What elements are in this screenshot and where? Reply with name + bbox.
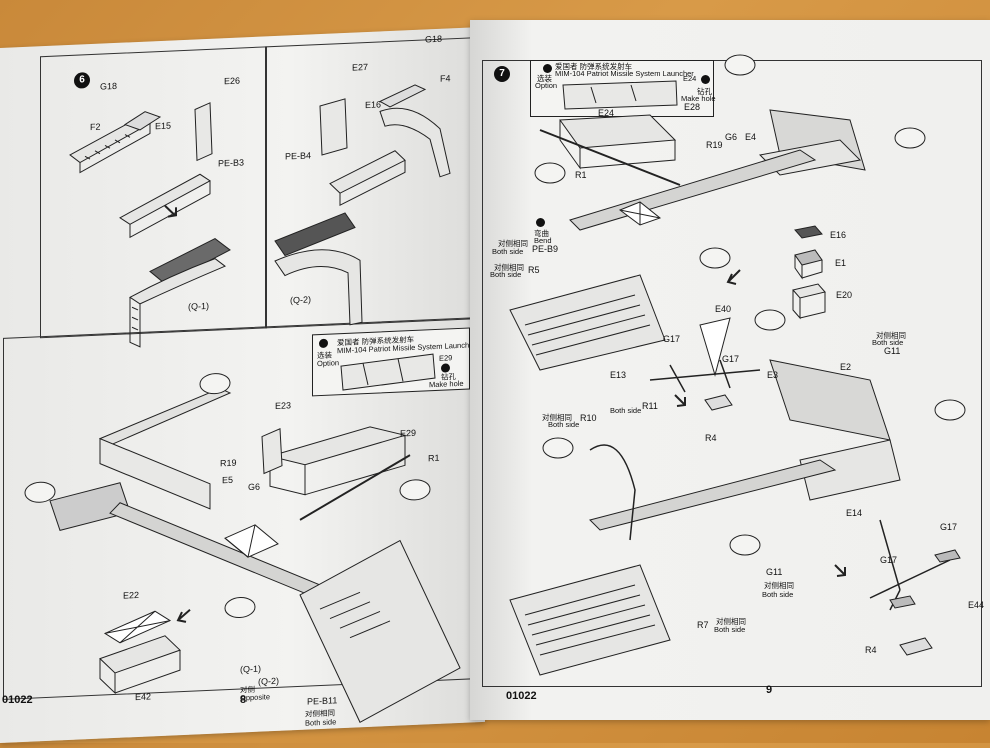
label-r4-a: R4 [705,433,717,443]
callout-title: MIM-104 Patriot Missile System Launcher [555,69,694,78]
label-both-side-2: Both side [490,270,522,279]
label-e22: E22 [123,589,140,601]
callout-part-e24: E24 [683,74,697,83]
label-q2: (Q-2) [290,294,311,306]
callout-make-hole: Make hole [429,378,464,390]
label-g11-a: G11 [884,346,901,356]
label-both-side-1: Both side [492,247,524,256]
label-e27: E27 [352,61,369,73]
callout-option: Option [535,81,558,90]
label-r5: R5 [528,265,540,275]
label-e5: E5 [222,474,234,486]
right-page-number: 9 [766,684,773,696]
label-both-side: Both side [305,717,337,728]
right-option-callout: 爱国者 防弹系统发射车 MIM-104 Patriot Missile Syst… [530,60,716,117]
label-r10: R10 [580,413,597,423]
left-page: 6 [0,26,485,743]
label-g18: G18 [100,80,118,92]
step-number-7: 7 [494,66,510,82]
label-r10-both-cn: 对侧相同 [542,413,572,422]
label-r1: R1 [428,452,440,464]
make-hole-marker [701,75,710,84]
label-e4: E4 [745,132,757,142]
callout-part-e29: E29 [439,353,453,363]
label-e44: E44 [968,600,985,610]
label-e23: E23 [275,400,292,411]
label-both-side-3: Both side [872,338,904,347]
step7-drawing [509,54,966,676]
label-pe-b11: PE-B11 [307,695,338,707]
label-both-side-5: Both side [714,625,746,634]
label-q1-main: (Q-1) [240,663,261,675]
label-both-side-cn-3: 对侧相同 [876,331,906,340]
label-both-side-cn-1: 对侧相同 [498,239,528,248]
label-r10-both-a: Both side [548,420,580,429]
label-both-side-cn-5: 对侧相同 [716,617,746,626]
label-q2-main: (Q-2) [258,675,279,687]
label-r1: R1 [575,170,587,180]
label-e29: E29 [400,427,417,439]
left-page-number: 8 [240,694,247,706]
label-pe-b4: PE-B4 [285,150,312,162]
label-e3: E3 [767,370,779,380]
label-g17-c: G17 [940,522,958,532]
label-e16: E16 [830,230,847,240]
label-both-side-cn-2: 对侧相同 [494,263,524,272]
label-both-side-cn-4: 对侧相同 [764,581,794,590]
label-r19: R19 [220,457,237,469]
label-e16: E16 [365,99,382,111]
label-pe-b9: PE-B9 [532,244,559,254]
label-g6: G6 [248,481,261,493]
label-bend: Bend [534,236,552,245]
label-both-side-4: Both side [762,590,794,599]
right-page: 7 爱国者 防弹系统发射车 MIM-104 Patriot Missile Sy… [470,20,990,720]
label-r19: R19 [706,140,723,150]
right-product-code: 01022 [506,690,537,702]
callout-make-hole: Make hole [681,94,716,103]
bend-marker [536,218,545,227]
label-g11-b: G11 [766,567,783,577]
callout-make-hole-cn: 钻孔 [697,87,712,96]
step6-drawing [24,84,461,723]
label-q1: (Q-1) [188,300,209,312]
label-f2: F2 [90,121,101,133]
label-e26: E26 [224,75,241,87]
label-e1: E1 [835,258,847,268]
label-g6: G6 [725,132,738,142]
left-product-code: 01022 [2,694,33,706]
label-e40: E40 [715,304,732,314]
label-r11: R11 [642,401,658,411]
label-e15: E15 [155,120,172,132]
label-e14: E14 [846,508,863,518]
option-marker [543,64,552,73]
label-e28: E28 [684,102,701,112]
label-f4: F4 [440,73,451,84]
label-e24: E24 [598,108,615,118]
label-r4-b: R4 [865,645,877,655]
label-e2: E2 [840,362,852,372]
label-r10-both: Both side [610,406,642,415]
label-r7: R7 [697,620,709,630]
label-e20: E20 [836,290,853,300]
label-g18-b: G18 [425,33,443,45]
label-e42: E42 [135,691,152,703]
left-option-callout: 选装 Option 爱国者 防弹系统发射车 MIM-104 Patriot Mi… [312,327,476,397]
label-bend-cn: 弯曲 [534,229,549,238]
label-g17-b: G17 [722,354,740,364]
label-g17-a: G17 [663,334,681,344]
label-e13: E13 [610,370,627,380]
label-pe-b3: PE-B3 [218,157,245,169]
callout-title-cn: 爱国者 防弹系统发射车 [555,62,633,71]
label-g17-d: G17 [880,555,898,565]
callout-option-cn: 选装 [537,74,552,83]
